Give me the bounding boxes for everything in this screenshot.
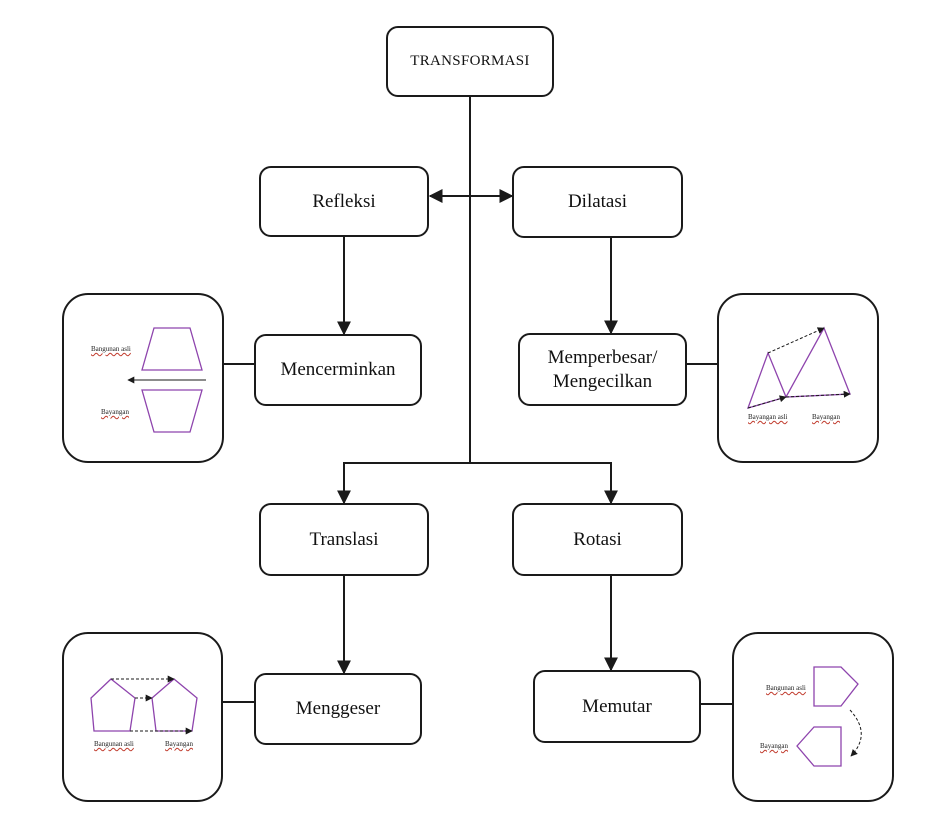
image-pentagon <box>151 678 198 732</box>
original-rotated-pentagon <box>813 666 859 707</box>
dilatasi-label: Dilatasi <box>567 191 628 213</box>
image-rotated-pentagon <box>796 726 842 767</box>
large-triangle <box>784 326 851 398</box>
rotasi-label: Rotasi <box>573 528 622 550</box>
dilatasi-original-label: Bayangan asli <box>748 413 788 421</box>
rotasi-image-label: Bayangan <box>760 742 788 750</box>
translasi-box: Translasi <box>259 503 429 576</box>
refleksi-label: Refleksi <box>312 190 376 212</box>
mencerminkan-box: Mencerminkan <box>254 334 422 406</box>
memutar-box: Memutar <box>533 670 701 743</box>
small-triangle <box>746 351 787 409</box>
menggeser-label: Menggeser <box>295 698 381 720</box>
translated-pentagon-figure <box>90 675 198 735</box>
image-trapezoid <box>141 389 203 433</box>
memperbesar-label-line2: Mengecilkan <box>552 370 653 392</box>
reflected-trapezoid-figure <box>127 327 206 433</box>
memutar-label: Memutar <box>582 695 652 717</box>
rotasi-original-label: Bangunan asli <box>766 684 806 692</box>
dilatasi-box: Dilatasi <box>512 166 683 238</box>
refleksi-image-label: Bayangan <box>101 408 129 416</box>
branch-line <box>343 462 612 503</box>
refleksi-illustration: Bangunan asli Bayangan <box>62 293 224 463</box>
menggeser-box: Menggeser <box>254 673 422 745</box>
transformasi-label: TRANSFORMASI <box>410 53 530 70</box>
original-trapezoid <box>141 327 203 371</box>
rotasi-box: Rotasi <box>512 503 683 576</box>
refleksi-original-label: Bangunan asli <box>91 345 131 353</box>
rotation-arrow <box>849 709 862 757</box>
memperbesar-box: Memperbesar/ Mengecilkan <box>518 333 687 406</box>
rotated-pentagon-figure <box>796 666 862 767</box>
dilatasi-illustration: Bayangan asli Bayangan <box>717 293 879 463</box>
transformasi-box: TRANSFORMASI <box>386 26 554 97</box>
translasi-illustration: Bangunan asli Bayangan <box>62 632 223 802</box>
refleksi-box: Refleksi <box>259 166 429 237</box>
translasi-label: Translasi <box>309 528 379 550</box>
translasi-image-label: Bayangan <box>165 740 193 748</box>
original-pentagon <box>90 678 136 732</box>
rotasi-illustration: Bangunan asli Bayangan <box>732 632 894 802</box>
dilatasi-image-label: Bayangan <box>812 413 840 421</box>
translasi-original-label: Bangunan asli <box>94 740 134 748</box>
mencerminkan-label: Mencerminkan <box>280 359 396 381</box>
dilated-triangle-figure <box>746 326 851 409</box>
memperbesar-label-line1: Memperbesar/ <box>547 346 658 368</box>
